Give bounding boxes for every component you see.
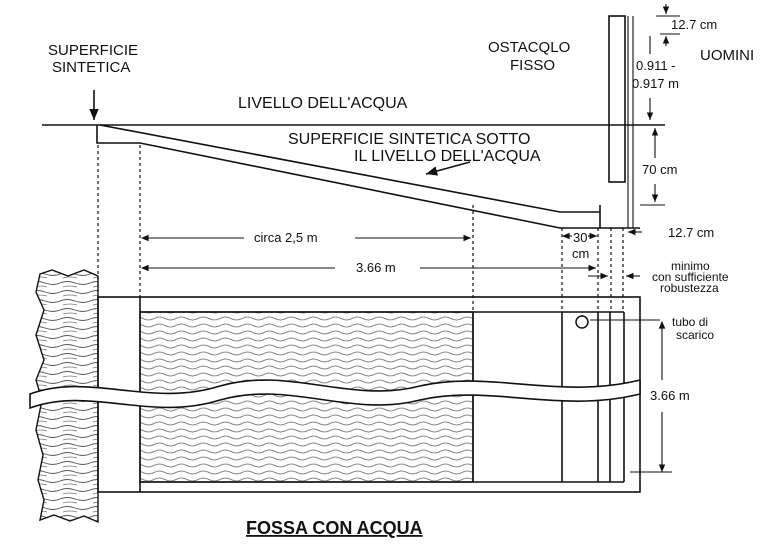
labels: SUPERFICIE SINTETICA OSTACQLO FISSO UOMI… [48, 17, 754, 538]
minimum-label-2: con sufficiente [652, 270, 729, 284]
minimum-label-1: minimo [671, 259, 710, 273]
section-view [42, 15, 665, 229]
dim-board-width: 12.7 cm [668, 225, 714, 240]
dim-gap-2: cm [572, 246, 589, 261]
dim-obstacle-depth: 70 cm [642, 162, 677, 177]
submerged-surface-label-1: SUPERFICIE SINTETICA SOTTO [288, 131, 530, 148]
minimum-label-3: robustezza [660, 281, 719, 295]
diagram-title: FOSSA CON ACQUA [246, 518, 423, 538]
break-line [29, 378, 641, 410]
submerged-ramp [99, 124, 600, 213]
submerged-surface-arrow [425, 161, 471, 176]
fixed-obstacle-label-1: OSTACQLO [488, 39, 570, 56]
synthetic-slab [96, 125, 140, 144]
submerged-surface-label-2: IL LIVELLO DELL'ACQUA [354, 148, 541, 165]
drain-pipe-label-1: tubo di [672, 315, 708, 329]
drain-pipe [575, 315, 589, 329]
dim-board-top: 12.7 cm [671, 17, 717, 32]
water-level-label: LIVELLO DELL'ACQUA [238, 95, 408, 112]
dim-pit-width: 3.66 m [650, 388, 690, 403]
dim-board-height-1: 0.911 - [636, 58, 676, 73]
drain-pipe-label-2: scarico [676, 328, 714, 342]
synthetic-surface-label-1: SUPERFICIE [48, 42, 138, 59]
submerged-ramp-underside [139, 142, 640, 229]
dim-board-height-2: 0.917 m [632, 76, 679, 91]
men-label: UOMINI [700, 47, 754, 64]
dim-slope-length: circa 2,5 m [254, 230, 318, 245]
fixed-obstacle-post [608, 15, 626, 183]
projection-lines [97, 145, 624, 312]
dim-pit-length: 3.66 m [356, 260, 396, 275]
fixed-obstacle-label-2: FISSO [510, 57, 555, 74]
plan-view [29, 269, 660, 524]
dimension-lines [140, 4, 680, 473]
synthetic-surface-label-2: SINTETICA [52, 59, 130, 76]
dim-gap-1: 30 [573, 230, 587, 245]
